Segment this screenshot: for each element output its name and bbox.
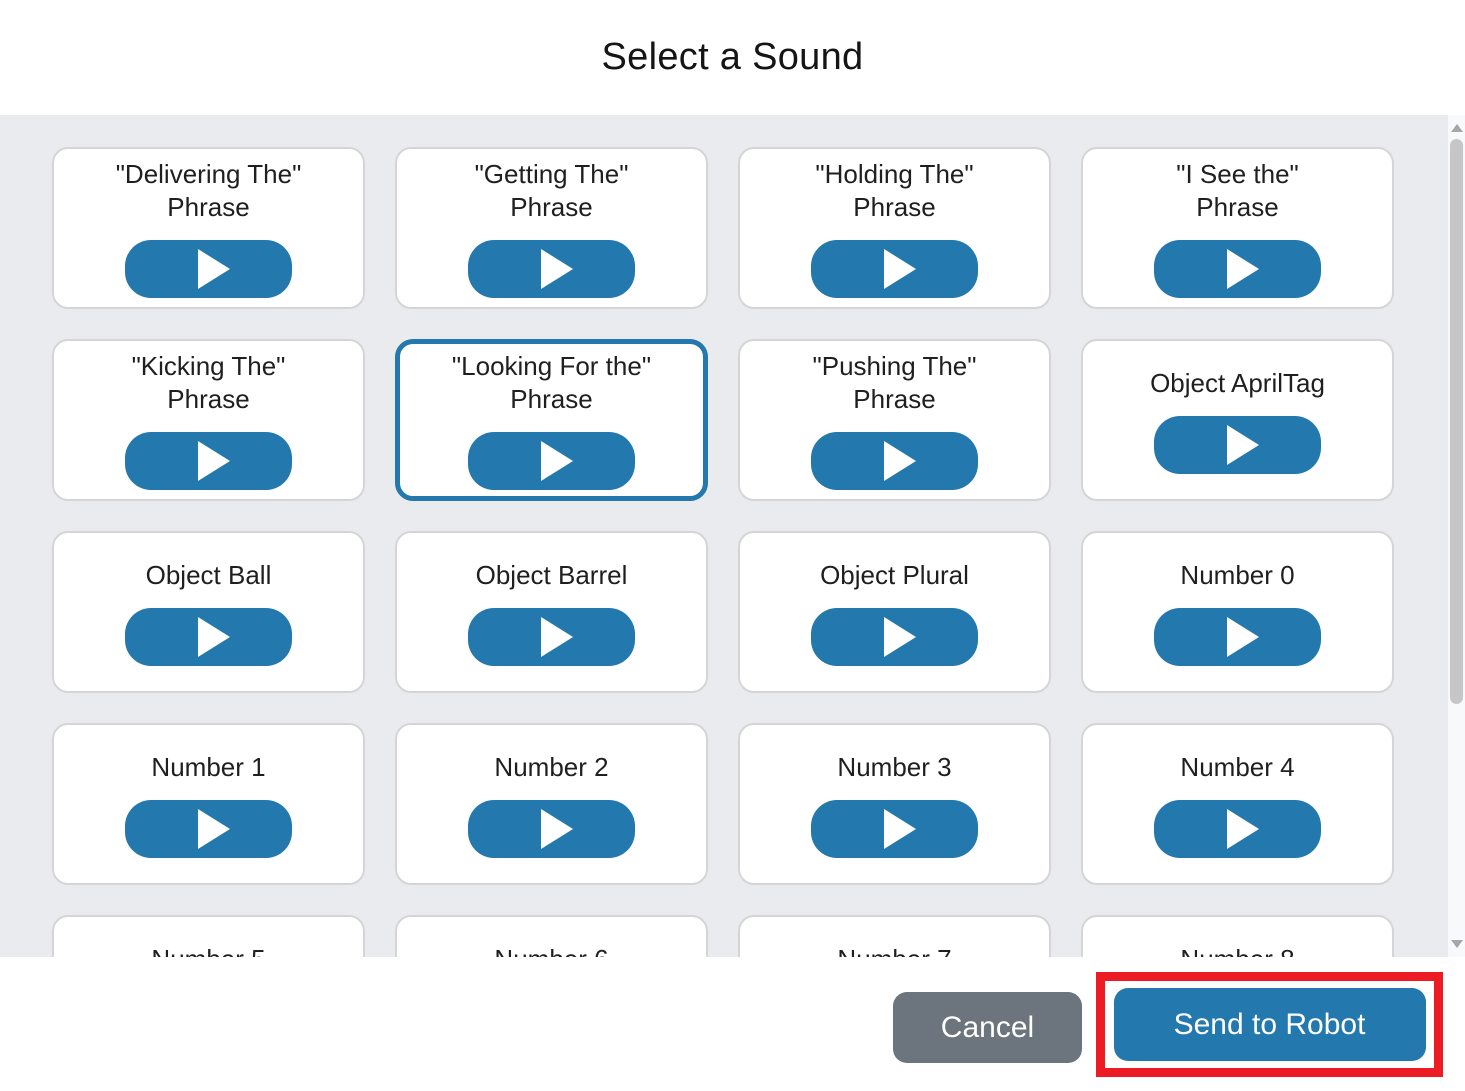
play-icon bbox=[540, 616, 573, 657]
dialog-header: Select a Sound bbox=[0, 0, 1465, 115]
sound-card-label: Number 6 bbox=[494, 943, 608, 958]
play-icon bbox=[1226, 616, 1259, 657]
sound-card-label: "Delivering The" Phrase bbox=[115, 159, 302, 222]
play-icon bbox=[1226, 808, 1259, 849]
sound-card-label: "Looking For the" Phrase bbox=[451, 351, 652, 414]
sound-card-label: Object Barrel bbox=[475, 559, 628, 590]
play-sound-button[interactable] bbox=[811, 240, 978, 298]
scrollbar-thumb[interactable] bbox=[1450, 139, 1463, 704]
sound-card-label: Object AprilTag bbox=[1150, 367, 1325, 398]
sound-card[interactable]: Number 8 bbox=[1081, 915, 1394, 957]
sound-card[interactable]: Number 2 bbox=[395, 723, 708, 885]
play-sound-button[interactable] bbox=[468, 432, 635, 490]
sound-card[interactable]: Object Plural bbox=[738, 531, 1051, 693]
sound-card[interactable]: Object Barrel bbox=[395, 531, 708, 693]
sound-card[interactable]: "Looking For the" Phrase bbox=[395, 339, 708, 501]
sound-card[interactable]: "Pushing The" Phrase bbox=[738, 339, 1051, 501]
sound-card[interactable]: Number 0 bbox=[1081, 531, 1394, 693]
sound-card-label: Number 2 bbox=[494, 751, 609, 782]
play-icon bbox=[540, 441, 573, 481]
sound-card-label: "I See the" Phrase bbox=[1176, 159, 1299, 222]
play-icon bbox=[883, 808, 916, 849]
play-sound-button[interactable] bbox=[468, 240, 635, 298]
play-icon bbox=[197, 616, 230, 657]
play-icon bbox=[540, 808, 573, 849]
dialog-body: "Delivering The" Phrase "Getting The" Ph… bbox=[0, 115, 1465, 957]
sound-card-label: "Pushing The" Phrase bbox=[812, 351, 977, 414]
sound-card-label: "Kicking The" Phrase bbox=[131, 351, 286, 414]
play-sound-button[interactable] bbox=[125, 432, 292, 490]
play-sound-button[interactable] bbox=[125, 799, 292, 858]
sound-card-label: Number 7 bbox=[837, 943, 951, 958]
play-icon bbox=[197, 808, 230, 849]
play-sound-button[interactable] bbox=[468, 799, 635, 858]
play-sound-button[interactable] bbox=[811, 432, 978, 490]
play-sound-button[interactable] bbox=[811, 607, 978, 666]
scroll-down-arrow-icon[interactable] bbox=[1450, 940, 1463, 948]
sound-card[interactable]: Number 1 bbox=[52, 723, 365, 885]
sound-card-label: Object Ball bbox=[145, 559, 272, 590]
play-sound-button[interactable] bbox=[468, 607, 635, 666]
sound-card-label: Number 8 bbox=[1180, 943, 1294, 958]
sound-card[interactable]: "Delivering The" Phrase bbox=[52, 147, 365, 309]
play-sound-button[interactable] bbox=[1154, 607, 1321, 666]
sound-card[interactable]: "Holding The" Phrase bbox=[738, 147, 1051, 309]
sound-card-label: Number 4 bbox=[1180, 751, 1295, 782]
sound-card-label: Object Plural bbox=[820, 559, 969, 590]
play-icon bbox=[540, 249, 573, 289]
sound-card[interactable]: Number 7 bbox=[738, 915, 1051, 957]
play-sound-button[interactable] bbox=[811, 799, 978, 858]
dialog-footer: Cancel Send to Robot bbox=[0, 957, 1465, 1091]
play-icon bbox=[883, 441, 916, 481]
play-icon bbox=[883, 616, 916, 657]
sound-card[interactable]: Number 5 bbox=[52, 915, 365, 957]
play-icon bbox=[197, 441, 230, 481]
play-sound-button[interactable] bbox=[1154, 415, 1321, 474]
play-sound-button[interactable] bbox=[125, 240, 292, 298]
play-icon bbox=[197, 249, 230, 289]
play-icon bbox=[1226, 424, 1259, 465]
sound-card[interactable]: Number 4 bbox=[1081, 723, 1394, 885]
scroll-up-arrow-icon[interactable] bbox=[1450, 124, 1463, 132]
sound-card[interactable]: "I See the" Phrase bbox=[1081, 147, 1394, 309]
sound-card[interactable]: Object Ball bbox=[52, 531, 365, 693]
sound-card-label: Number 0 bbox=[1180, 559, 1295, 590]
play-sound-button[interactable] bbox=[1154, 240, 1321, 298]
annotation-highlight-box: Send to Robot bbox=[1096, 972, 1443, 1077]
sound-card[interactable]: Number 3 bbox=[738, 723, 1051, 885]
sound-card[interactable]: Object AprilTag bbox=[1081, 339, 1394, 501]
play-sound-button[interactable] bbox=[1154, 799, 1321, 858]
sound-grid: "Delivering The" Phrase "Getting The" Ph… bbox=[52, 147, 1394, 957]
sound-card[interactable]: "Kicking The" Phrase bbox=[52, 339, 365, 501]
play-icon bbox=[1226, 249, 1259, 289]
play-sound-button[interactable] bbox=[125, 607, 292, 666]
sound-card-label: Number 3 bbox=[837, 751, 952, 782]
dialog-title: Select a Sound bbox=[601, 36, 864, 78]
send-to-robot-button[interactable]: Send to Robot bbox=[1113, 988, 1426, 1061]
cancel-button[interactable]: Cancel bbox=[893, 992, 1082, 1063]
play-icon bbox=[883, 249, 916, 289]
scrollbar[interactable] bbox=[1448, 115, 1465, 957]
sound-card-label: "Holding The" Phrase bbox=[815, 159, 974, 222]
sound-card-label: "Getting The" Phrase bbox=[474, 159, 629, 222]
sound-card-label: Number 5 bbox=[151, 943, 265, 958]
sound-card-label: Number 1 bbox=[151, 751, 266, 782]
sound-card[interactable]: "Getting The" Phrase bbox=[395, 147, 708, 309]
sound-card[interactable]: Number 6 bbox=[395, 915, 708, 957]
